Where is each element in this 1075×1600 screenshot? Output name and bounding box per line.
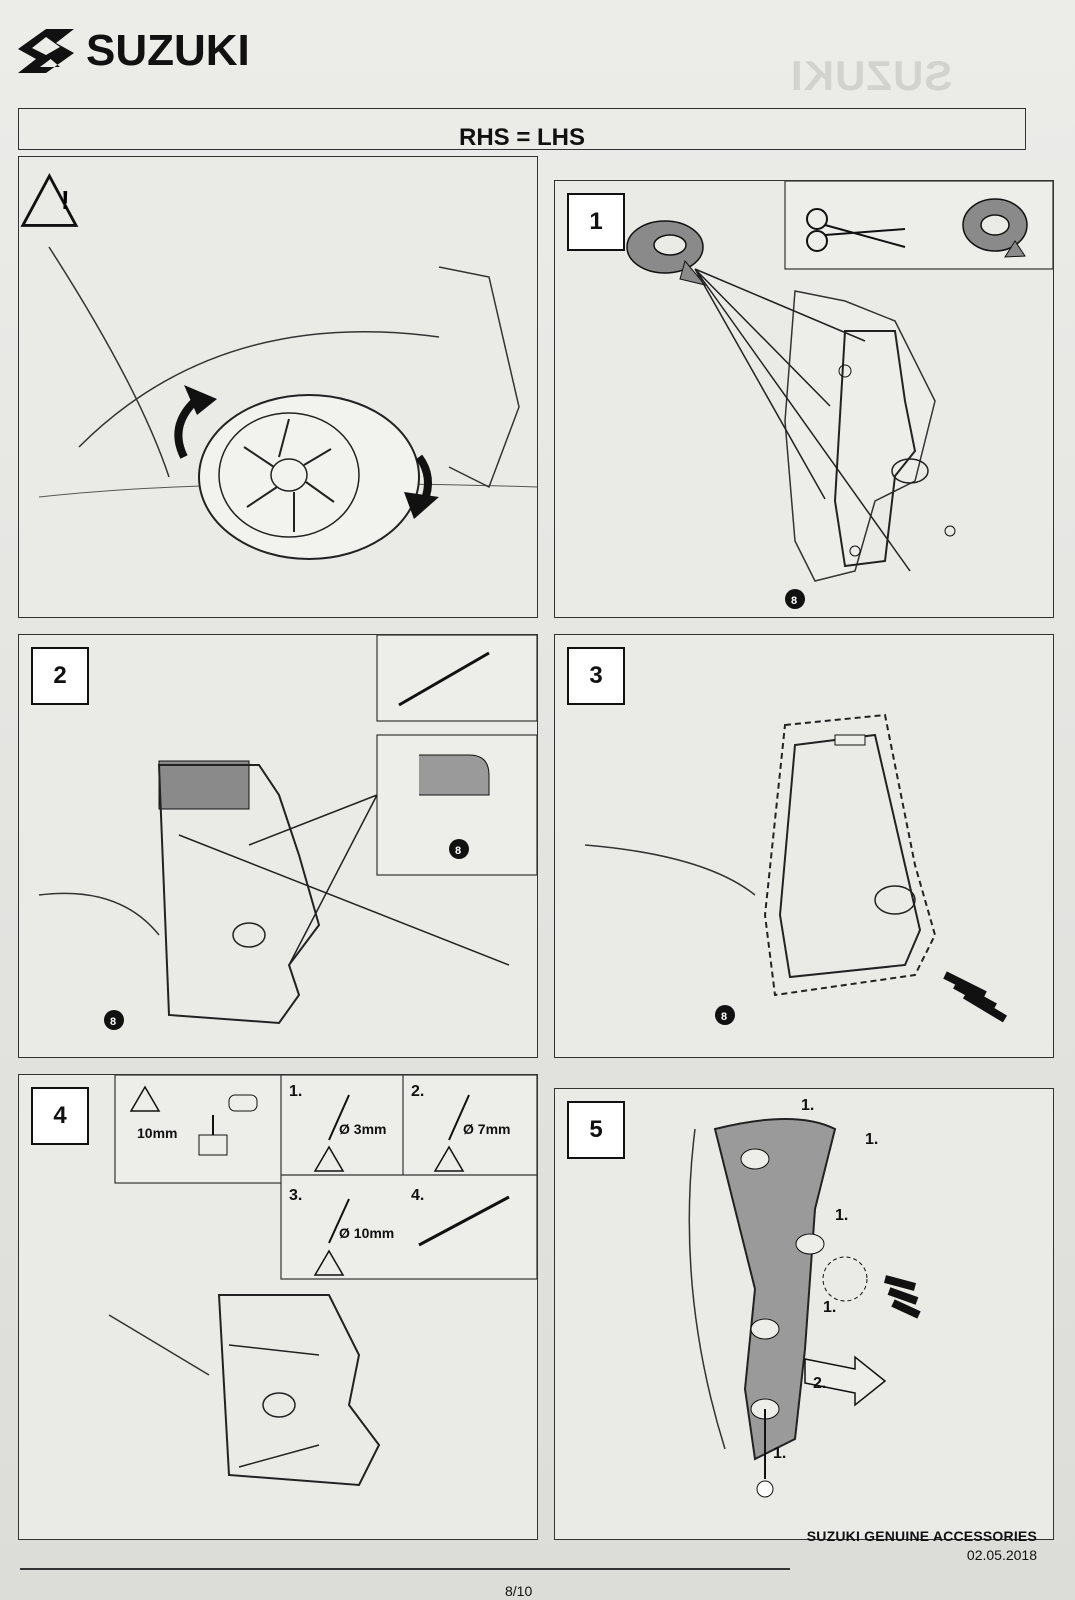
- height-label: 10mm: [137, 1125, 178, 1141]
- warning-panel: !: [18, 156, 538, 618]
- step2-number: 2: [31, 647, 89, 705]
- wheel-illustration: !: [20, 172, 537, 560]
- drill-step-2-size: Ø 7mm: [463, 1121, 511, 1137]
- step3-part-label: 8: [721, 1011, 727, 1023]
- part-8-badge: [785, 589, 805, 609]
- drill-step-3-num: 3.: [289, 1187, 303, 1204]
- title-bar: RHS = LHS: [18, 108, 1026, 151]
- step4-panel: 4 10mm 1. Ø 3mm 2. Ø 7mm 3. Ø 10mm 4.: [18, 1074, 538, 1540]
- bleed-through-logo: SUZUKI: [790, 52, 953, 99]
- footer-brand: SUZUKI GENUINE ACCESSORIES: [806, 1528, 1037, 1544]
- drill-step-3-size: Ø 10mm: [339, 1225, 395, 1241]
- step4-illustration: [108, 1075, 537, 1487]
- footer-date: 02.05.2018: [966, 1547, 1037, 1563]
- step3-illustration: 8: [584, 713, 1008, 1025]
- tape-roll-large-icon: [626, 220, 707, 286]
- step1-panel: 1 8: [554, 180, 1054, 618]
- callout-1: 1.: [801, 1097, 815, 1114]
- callout-5: 2.: [813, 1375, 827, 1392]
- drill-step-4-num: 4.: [411, 1187, 425, 1204]
- scissors-icon: [806, 208, 906, 252]
- drill-step-1-num: 1.: [289, 1083, 303, 1100]
- tape-roll-icon: [962, 198, 1028, 258]
- warning-small-icon: [129, 1085, 161, 1112]
- callout-2: 1.: [865, 1131, 879, 1148]
- footer-divider: [20, 1568, 790, 1570]
- step5-number: 5: [567, 1101, 625, 1159]
- step2-part-badge-label: 8: [110, 1016, 116, 1028]
- page-number: 8/10: [505, 1583, 533, 1599]
- step2-panel: 2 8 8: [18, 634, 538, 1058]
- brand-header: SUZUKI: [16, 26, 250, 76]
- suzuki-logo-icon: [18, 29, 74, 73]
- step2-illustration: 8 8: [38, 635, 537, 1030]
- callout-3: 1.: [835, 1207, 849, 1224]
- drill-step-2-num: 2.: [411, 1083, 425, 1100]
- step5-illustration: [688, 1118, 921, 1498]
- step4-number: 4: [31, 1087, 89, 1145]
- step2-part-label: 8: [455, 845, 461, 857]
- warning-icon: !: [20, 172, 79, 227]
- callout-6: 1.: [773, 1445, 787, 1462]
- svg-text:!: !: [61, 185, 70, 215]
- callout-4: 1.: [823, 1299, 837, 1316]
- step5-panel: 5 1. 1. 1. 1. 2. 1.: [554, 1088, 1054, 1540]
- pick-tool-icon: [398, 651, 490, 707]
- step1-number: 1: [567, 193, 625, 251]
- step3-panel: 3 8: [554, 634, 1054, 1058]
- part-8-label: 8: [791, 595, 797, 607]
- step3-number: 3: [567, 647, 625, 705]
- step1-illustration: 8: [626, 181, 1053, 609]
- drill-step-1-size: Ø 3mm: [339, 1121, 387, 1137]
- page-title: RHS = LHS: [458, 124, 586, 151]
- brand-name: SUZUKI: [86, 26, 250, 75]
